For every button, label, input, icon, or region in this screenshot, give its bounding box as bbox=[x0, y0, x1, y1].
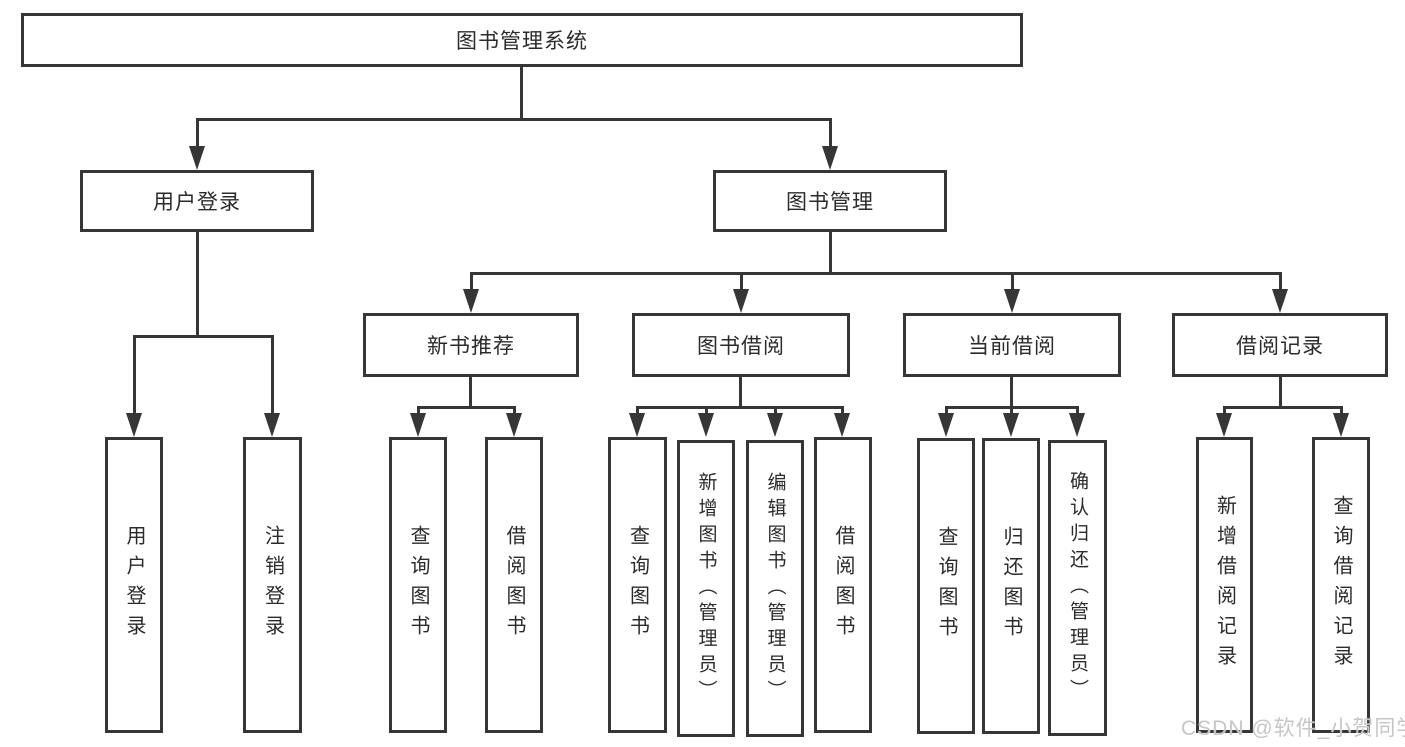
node-book-borrow: 图书借阅 bbox=[632, 313, 850, 377]
connector-line bbox=[513, 406, 516, 416]
node-label: 归还图书 bbox=[1000, 526, 1022, 646]
connector-line bbox=[1011, 272, 1014, 294]
arrow-down-icon bbox=[938, 413, 954, 437]
connector-line bbox=[196, 232, 199, 338]
arrow-down-icon bbox=[189, 146, 205, 170]
leaf-newbook-borrow-book: 借阅图书 bbox=[485, 437, 543, 733]
connector-line bbox=[1279, 272, 1282, 294]
arrow-down-icon bbox=[506, 413, 522, 437]
connector-line bbox=[705, 406, 708, 416]
node-label: 图书管理 bbox=[786, 191, 874, 214]
arrow-down-icon bbox=[767, 413, 783, 437]
connector-line bbox=[740, 272, 743, 294]
node-user-login: 用户登录 bbox=[80, 170, 314, 232]
leaf-borrow-query-book: 查询图书 bbox=[608, 437, 667, 733]
arrow-down-icon bbox=[1004, 289, 1020, 313]
connector-line bbox=[469, 377, 472, 409]
connector-line bbox=[636, 406, 843, 409]
node-label: 图书借阅 bbox=[697, 335, 785, 358]
node-label: 用户登录 bbox=[153, 191, 241, 214]
leaf-user-login: 用户登录 bbox=[105, 437, 163, 733]
arrow-down-icon bbox=[1069, 413, 1085, 437]
node-root: 图书管理系统 bbox=[21, 13, 1023, 67]
connector-line bbox=[636, 406, 639, 416]
arrow-down-icon bbox=[733, 289, 749, 313]
arrow-down-icon bbox=[629, 413, 645, 437]
arrow-down-icon bbox=[1272, 289, 1288, 313]
connector-line bbox=[470, 272, 1282, 275]
leaf-borrow-add-book-admin: 新增图书（管理员） bbox=[677, 440, 735, 737]
connector-line bbox=[1076, 406, 1079, 416]
arrow-down-icon bbox=[1216, 413, 1232, 437]
arrow-down-icon bbox=[1333, 413, 1349, 437]
node-label: 图书管理系统 bbox=[456, 30, 588, 53]
connector-line bbox=[133, 335, 136, 415]
connector-line bbox=[470, 272, 473, 294]
connector-line bbox=[739, 377, 742, 409]
arrow-down-icon bbox=[698, 413, 714, 437]
node-label: 确认归还（管理员） bbox=[1067, 471, 1088, 705]
connector-line bbox=[1010, 406, 1013, 416]
arrow-down-icon bbox=[126, 413, 142, 437]
connector-line bbox=[417, 406, 420, 416]
connector-line bbox=[1223, 406, 1226, 416]
connector-line bbox=[1223, 406, 1342, 409]
node-label: 查询图书 bbox=[935, 526, 957, 646]
leaf-newbook-query-book: 查询图书 bbox=[389, 437, 447, 733]
connector-line bbox=[1340, 406, 1343, 416]
leaf-current-confirm-return-admin: 确认归还（管理员） bbox=[1048, 440, 1107, 736]
leaf-current-return-book: 归还图书 bbox=[982, 438, 1040, 734]
arrow-down-icon bbox=[834, 413, 850, 437]
node-label: 查询图书 bbox=[626, 525, 649, 645]
leaf-record-query-borrow-record: 查询借阅记录 bbox=[1312, 437, 1370, 733]
connector-line bbox=[271, 335, 274, 415]
node-label: 注销登录 bbox=[261, 525, 284, 645]
connector-line bbox=[196, 118, 832, 121]
node-new-book-recommend: 新书推荐 bbox=[363, 313, 579, 377]
node-label: 借阅图书 bbox=[832, 525, 854, 645]
connector-line bbox=[829, 118, 832, 150]
connector-line bbox=[520, 65, 523, 121]
node-book-management: 图书管理 bbox=[713, 170, 947, 232]
node-label: 用户登录 bbox=[123, 525, 145, 645]
watermark: CSDN @软件_小贺同学 bbox=[1181, 717, 1405, 740]
connector-line bbox=[133, 335, 274, 338]
node-label: 新增借阅记录 bbox=[1213, 495, 1236, 675]
connector-line bbox=[774, 406, 777, 416]
connector-line bbox=[829, 232, 832, 275]
leaf-record-add-borrow-record: 新增借阅记录 bbox=[1196, 437, 1253, 733]
arrow-down-icon bbox=[822, 146, 838, 170]
node-label: 当前借阅 bbox=[968, 335, 1056, 358]
connector-line bbox=[196, 118, 199, 150]
connector-line bbox=[1279, 377, 1282, 409]
node-label: 查询借阅记录 bbox=[1330, 495, 1352, 675]
connector-line bbox=[1010, 377, 1013, 409]
connector-line bbox=[841, 406, 844, 416]
node-label: 借阅记录 bbox=[1236, 335, 1324, 358]
connector-line bbox=[945, 406, 948, 416]
node-borrow-record: 借阅记录 bbox=[1172, 313, 1388, 377]
leaf-borrow-borrow-book: 借阅图书 bbox=[814, 437, 872, 733]
leaf-current-query-book: 查询图书 bbox=[917, 438, 975, 734]
node-label: 借阅图书 bbox=[503, 525, 525, 645]
arrow-down-icon bbox=[264, 413, 280, 437]
leaf-logout: 注销登录 bbox=[243, 437, 302, 733]
arrow-down-icon bbox=[1003, 413, 1019, 437]
node-label: 新书推荐 bbox=[427, 335, 515, 358]
node-label: 查询图书 bbox=[407, 525, 429, 645]
arrow-down-icon bbox=[463, 289, 479, 313]
leaf-borrow-edit-book-admin: 编辑图书（管理员） bbox=[746, 440, 804, 737]
node-label: 新增图书（管理员） bbox=[695, 471, 717, 706]
node-label: 编辑图书（管理员） bbox=[764, 471, 786, 706]
arrow-down-icon bbox=[410, 413, 426, 437]
node-current-borrow: 当前借阅 bbox=[903, 313, 1121, 377]
connector-line bbox=[417, 406, 516, 409]
